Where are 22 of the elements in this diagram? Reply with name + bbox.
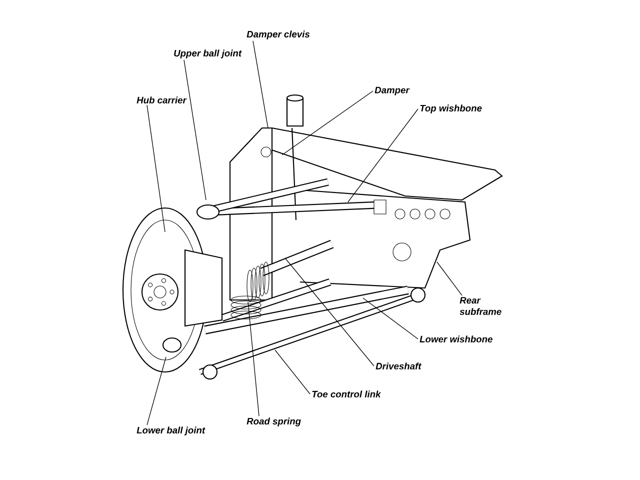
leader-line [184,60,206,200]
part-label: Road spring [246,418,301,426]
part-label: Hub carrier [136,96,187,104]
part-label: Damper clevis [246,30,310,40]
part-label: Upper ball joint [174,50,242,58]
part-label: Toe control link [312,390,382,398]
leader-line [252,40,268,128]
leader-line [284,258,374,366]
leader-line [436,262,462,296]
leader-line [146,356,166,426]
part-label: Damper [374,86,410,96]
part-label: Lower wishbone [420,336,492,342]
part-label: Top wishbone [420,104,482,114]
leader-line [274,350,310,394]
leader-line [362,298,418,340]
leader-line [282,90,374,156]
leader-line [146,104,166,232]
leader-line [348,108,418,202]
part-label: Driveshaft [376,362,422,370]
leader-line [248,302,260,416]
part-label: Rear subframe [460,297,502,315]
part-label: Lower ball joint [136,426,206,436]
